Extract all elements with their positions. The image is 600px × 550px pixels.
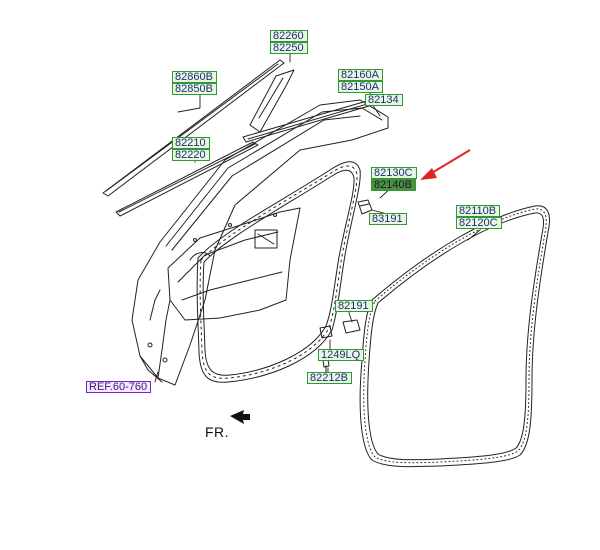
door-seal-small	[196, 161, 361, 383]
part-label-83191[interactable]: 83191	[369, 213, 407, 225]
part-label-82260[interactable]: 82260	[270, 30, 308, 42]
part-label-82212B[interactable]: 82212B	[307, 372, 352, 384]
leader-lines	[154, 51, 481, 383]
body-side-weatherstrip	[359, 205, 550, 468]
part-label-82860B[interactable]: 82860B	[172, 71, 217, 83]
reference-label[interactable]: REF.60-760	[86, 381, 152, 393]
part-label-82191[interactable]: 82191	[335, 300, 373, 312]
part-label-82110B[interactable]: 82110B	[456, 205, 501, 217]
part-label-82210[interactable]: 82210	[172, 137, 210, 149]
part-label-82250[interactable]: 82250	[270, 42, 308, 54]
front-direction-arrow	[230, 410, 250, 424]
plug-82191	[342, 319, 361, 334]
front-direction-label: FR.	[205, 424, 230, 440]
part-label-82160A[interactable]: 82160A	[338, 69, 383, 81]
part-label-82134[interactable]: 82134	[365, 94, 403, 106]
part-label-82850B[interactable]: 82850B	[172, 83, 217, 95]
clip-83191	[357, 199, 373, 215]
inner-panel	[147, 207, 301, 363]
part-label-82150A[interactable]: 82150A	[338, 81, 383, 93]
belt-moulding-strip	[102, 59, 285, 197]
part-label-82220[interactable]: 82220	[172, 149, 210, 161]
door-shell	[131, 99, 389, 386]
part-label-82130C[interactable]: 82130C	[371, 167, 417, 179]
part-label-82140B[interactable]: 82140B	[371, 179, 416, 191]
part-label-82120C[interactable]: 82120C	[456, 217, 502, 229]
part-label-1249LQ[interactable]: 1249LQ	[318, 349, 365, 361]
pointer-arrow	[420, 149, 471, 180]
